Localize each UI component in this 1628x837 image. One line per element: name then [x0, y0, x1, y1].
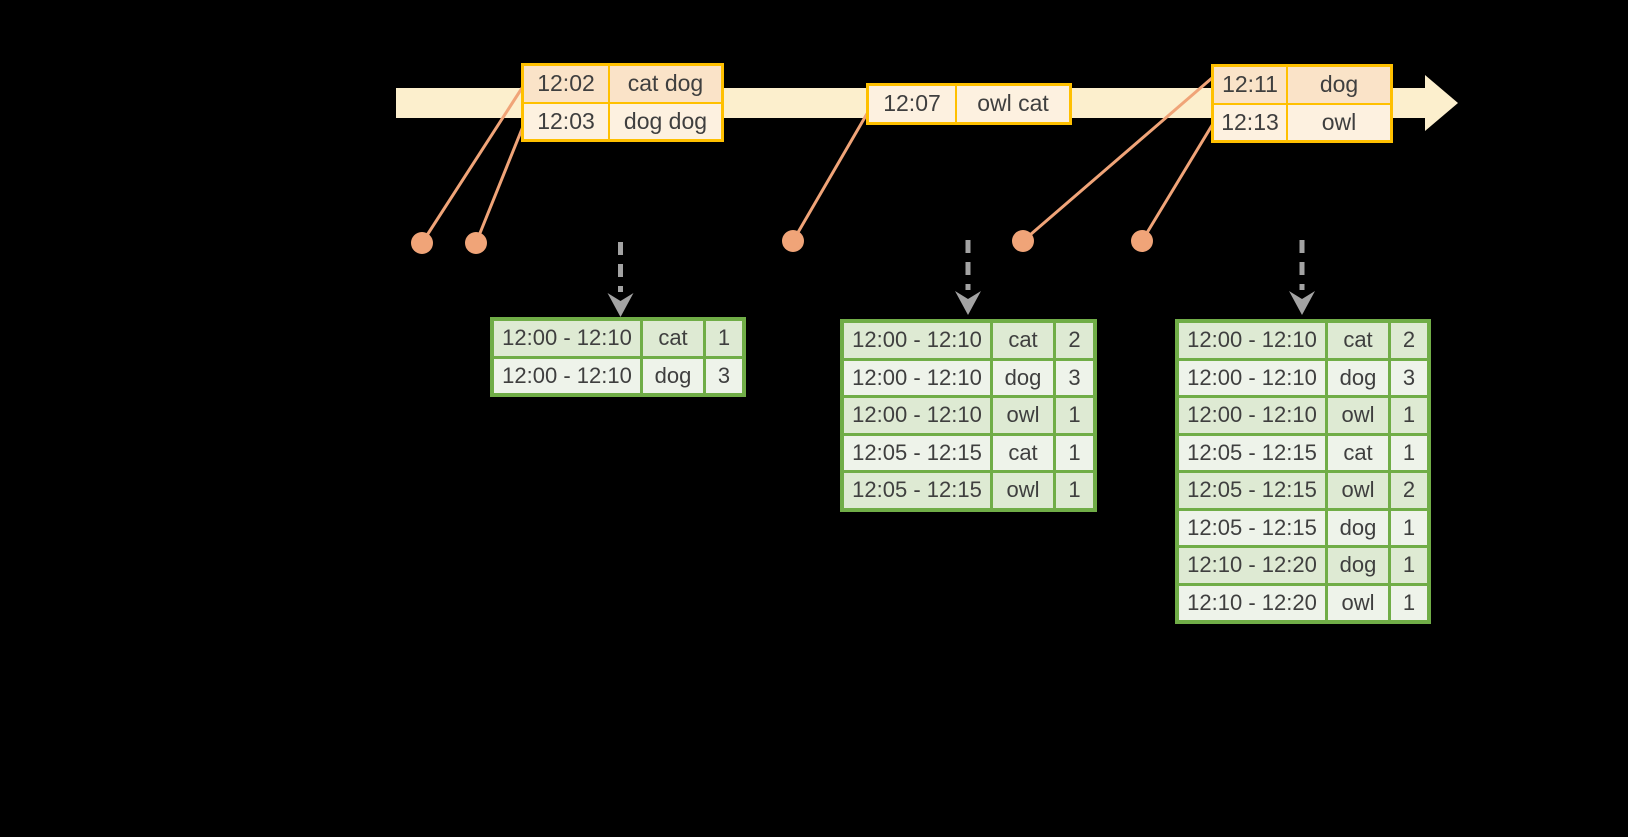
table-cell: owl [993, 473, 1053, 508]
table-cell: 12:00 - 12:10 [1179, 360, 1325, 395]
table-cell: 2 [1056, 323, 1093, 358]
table-cell: 3 [1056, 360, 1093, 395]
table-cell: 12:05 - 12:15 [844, 473, 990, 508]
table-cell: 1 [1391, 585, 1427, 620]
event-dot [782, 230, 804, 252]
table-cell: 12:00 - 12:10 [844, 323, 990, 358]
table-cell: owl cat [957, 86, 1069, 122]
table-cell: dog [993, 360, 1053, 395]
connector-line [791, 111, 870, 242]
connector-line [474, 123, 526, 244]
event-dot [1012, 230, 1034, 252]
table-cell: dog [643, 358, 703, 393]
table-cell: 1 [1391, 510, 1427, 545]
table-cell: 12:03 [524, 103, 608, 139]
table-cell: 1 [1056, 398, 1093, 433]
table-cell: 12:00 - 12:10 [1179, 323, 1325, 358]
table-cell: owl [1328, 473, 1388, 508]
table-cell: dog [1328, 510, 1388, 545]
table-cell: 1 [1391, 548, 1427, 583]
event-dot [1131, 230, 1153, 252]
event-dot [465, 232, 487, 254]
table-cell: owl [1328, 585, 1388, 620]
table-cell: 1 [1391, 398, 1427, 433]
table-cell: owl [993, 398, 1053, 433]
connector-line [420, 87, 524, 244]
table-cell: dog dog [610, 103, 721, 139]
trigger-arrowhead-icon [1289, 291, 1315, 315]
table-cell: 12:10 - 12:20 [1179, 548, 1325, 583]
table-cell: cat [643, 321, 703, 356]
table-cell: 1 [706, 321, 742, 356]
table-cell: 12:13 [1214, 104, 1286, 140]
trigger-arrowhead-icon [955, 291, 981, 315]
table-cell: cat [993, 435, 1053, 470]
table-cell: cat dog [610, 66, 721, 102]
table-cell: owl [1288, 104, 1390, 140]
table-cell: 12:00 - 12:10 [494, 358, 640, 393]
event-dot [411, 232, 433, 254]
timeline-arrowhead-icon [1425, 75, 1458, 131]
table-cell: 1 [1056, 473, 1093, 508]
table-cell: 12:05 - 12:15 [1179, 473, 1325, 508]
table-cell: owl [1328, 398, 1388, 433]
table-cell: dog [1288, 67, 1390, 103]
table-cell: 3 [706, 358, 742, 393]
table-cell: 12:05 - 12:15 [1179, 435, 1325, 470]
table-cell: 2 [1391, 323, 1427, 358]
table-cell: 12:05 - 12:15 [1179, 510, 1325, 545]
table-cell: dog [1328, 360, 1388, 395]
table-cell: 12:11 [1214, 67, 1286, 103]
connector-line [1022, 76, 1213, 243]
table-cell: 12:00 - 12:10 [844, 398, 990, 433]
table-cell: 1 [1056, 435, 1093, 470]
table-cell: 12:00 - 12:10 [494, 321, 640, 356]
table-cell: 12:02 [524, 66, 608, 102]
connector-line [1140, 121, 1216, 242]
table-cell: 2 [1391, 473, 1427, 508]
table-cell: 1 [1391, 435, 1427, 470]
table-cell: 3 [1391, 360, 1427, 395]
table-cell: dog [1328, 548, 1388, 583]
table-cell: cat [993, 323, 1053, 358]
table-cell: cat [1328, 323, 1388, 358]
table-cell: cat [1328, 435, 1388, 470]
table-cell: 12:05 - 12:15 [844, 435, 990, 470]
table-cell: 12:00 - 12:10 [1179, 398, 1325, 433]
table-cell: 12:07 [869, 86, 955, 122]
table-cell: 12:10 - 12:20 [1179, 585, 1325, 620]
trigger-arrowhead-icon [607, 293, 634, 317]
table-cell: 12:00 - 12:10 [844, 360, 990, 395]
